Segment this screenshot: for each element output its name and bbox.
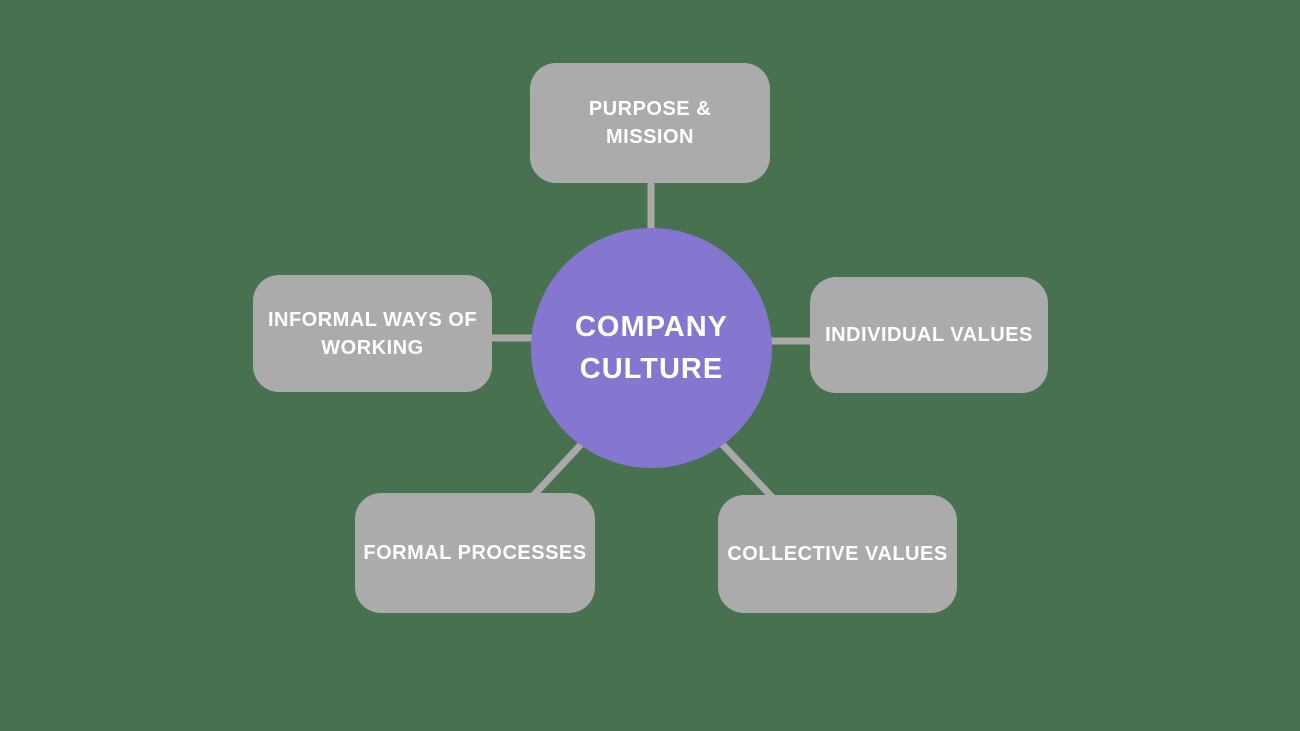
node-label: FORMAL PROCESSES: [363, 542, 587, 564]
node-label: PURPOSE & MISSION: [588, 98, 712, 148]
node-label: INFORMAL WAYS OF WORKING: [267, 308, 478, 359]
node-informal-ways-of-working: INFORMAL WAYS OF WORKING: [253, 275, 492, 392]
node-individual-values: INDIVIDUAL VALUES: [810, 277, 1048, 393]
node-purpose-mission: PURPOSE & MISSION: [530, 63, 770, 183]
node-collective-values: COLLECTIVE VALUES: [718, 495, 957, 613]
center-node-company-culture: COMPANY CULTURE: [531, 228, 772, 468]
node-label: INDIVIDUAL VALUES: [825, 324, 1033, 346]
node-formal-processes: FORMAL PROCESSES: [355, 493, 595, 613]
center-node-label: COMPANY CULTURE: [574, 310, 729, 385]
node-label: COLLECTIVE VALUES: [727, 543, 948, 565]
